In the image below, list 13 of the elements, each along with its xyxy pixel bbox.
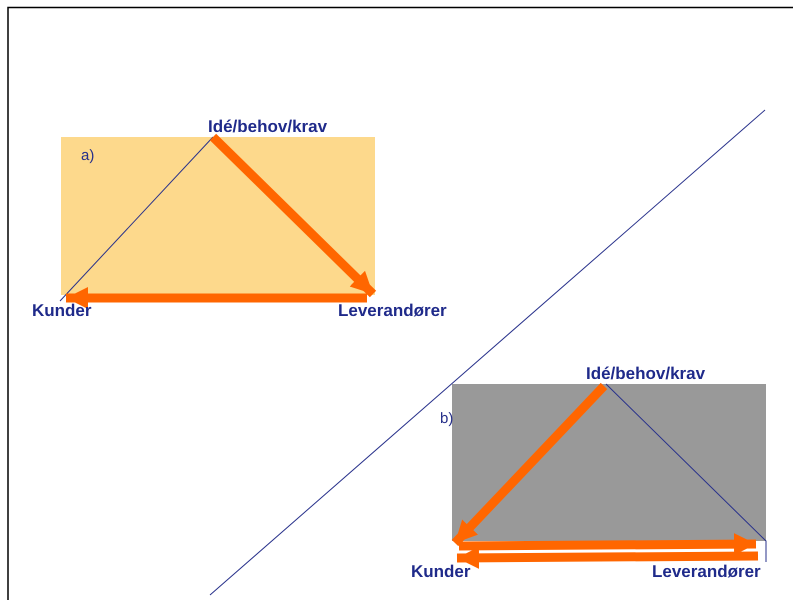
vertex-label: Leverandører: [652, 562, 761, 582]
vertex-label: Idé/behov/krav: [586, 364, 706, 384]
vertex-label: Leverandører: [338, 301, 447, 321]
panel-label: b): [440, 410, 454, 428]
arrow: [210, 134, 376, 298]
arrow: [452, 382, 608, 546]
panel-label: a): [81, 147, 94, 165]
arrow: [66, 287, 367, 309]
vertex-label: Kunder: [411, 562, 470, 582]
connector-line: [606, 384, 766, 562]
vertex-label: Kunder: [32, 301, 92, 321]
connector-line: [60, 136, 214, 302]
vertex-label: Idé/behov/krav: [208, 117, 328, 137]
